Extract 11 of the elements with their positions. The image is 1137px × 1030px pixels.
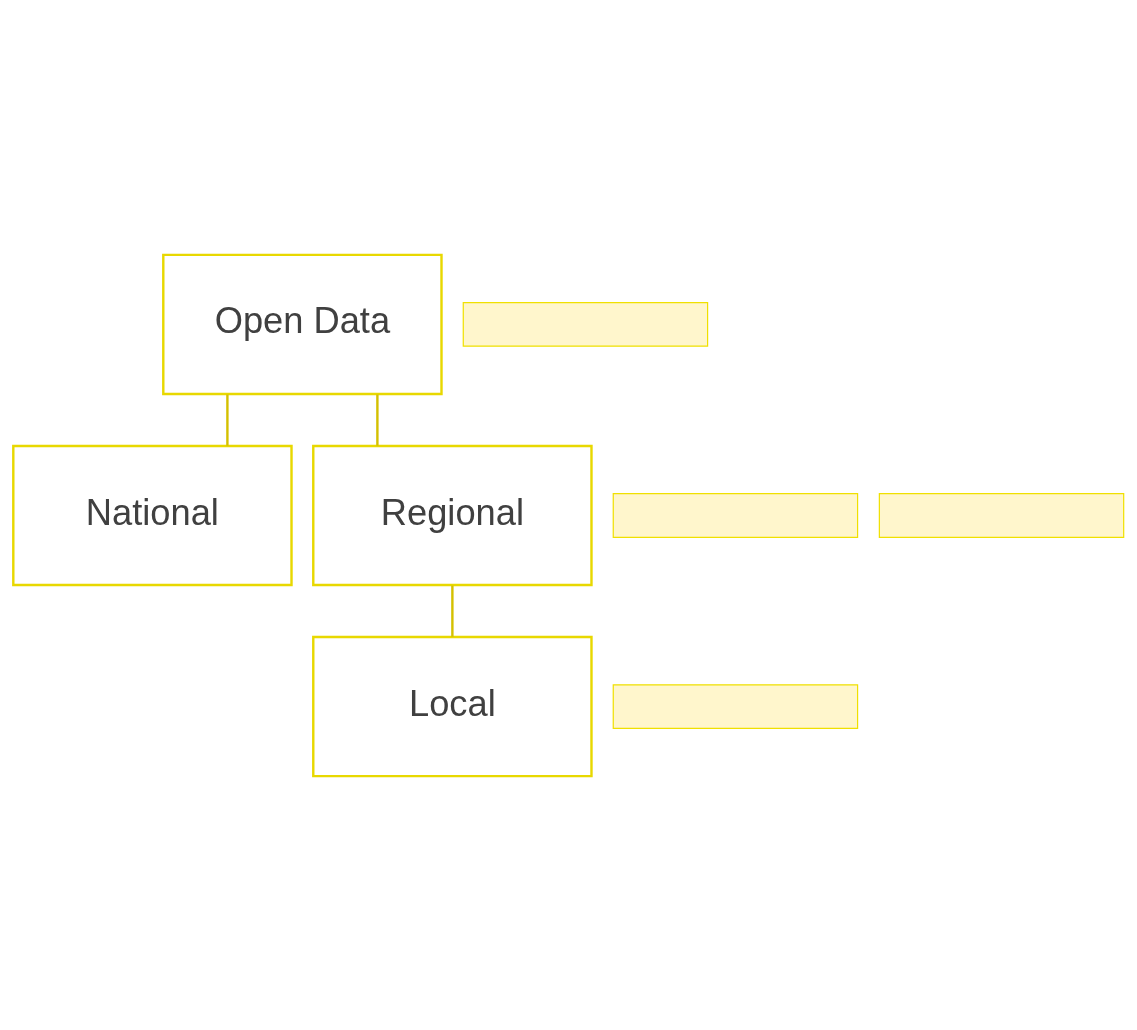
connector: [226, 393, 229, 446]
node-box: [878, 492, 1125, 538]
node-box: Local: [312, 635, 593, 777]
node-box: [612, 492, 859, 538]
node-box: [462, 301, 709, 347]
node-box: National: [12, 444, 293, 586]
node-box: Regional: [312, 444, 593, 586]
connector: [376, 393, 379, 446]
node-box: Open Data: [162, 253, 443, 395]
node-box: [612, 683, 859, 729]
connector: [451, 585, 454, 637]
